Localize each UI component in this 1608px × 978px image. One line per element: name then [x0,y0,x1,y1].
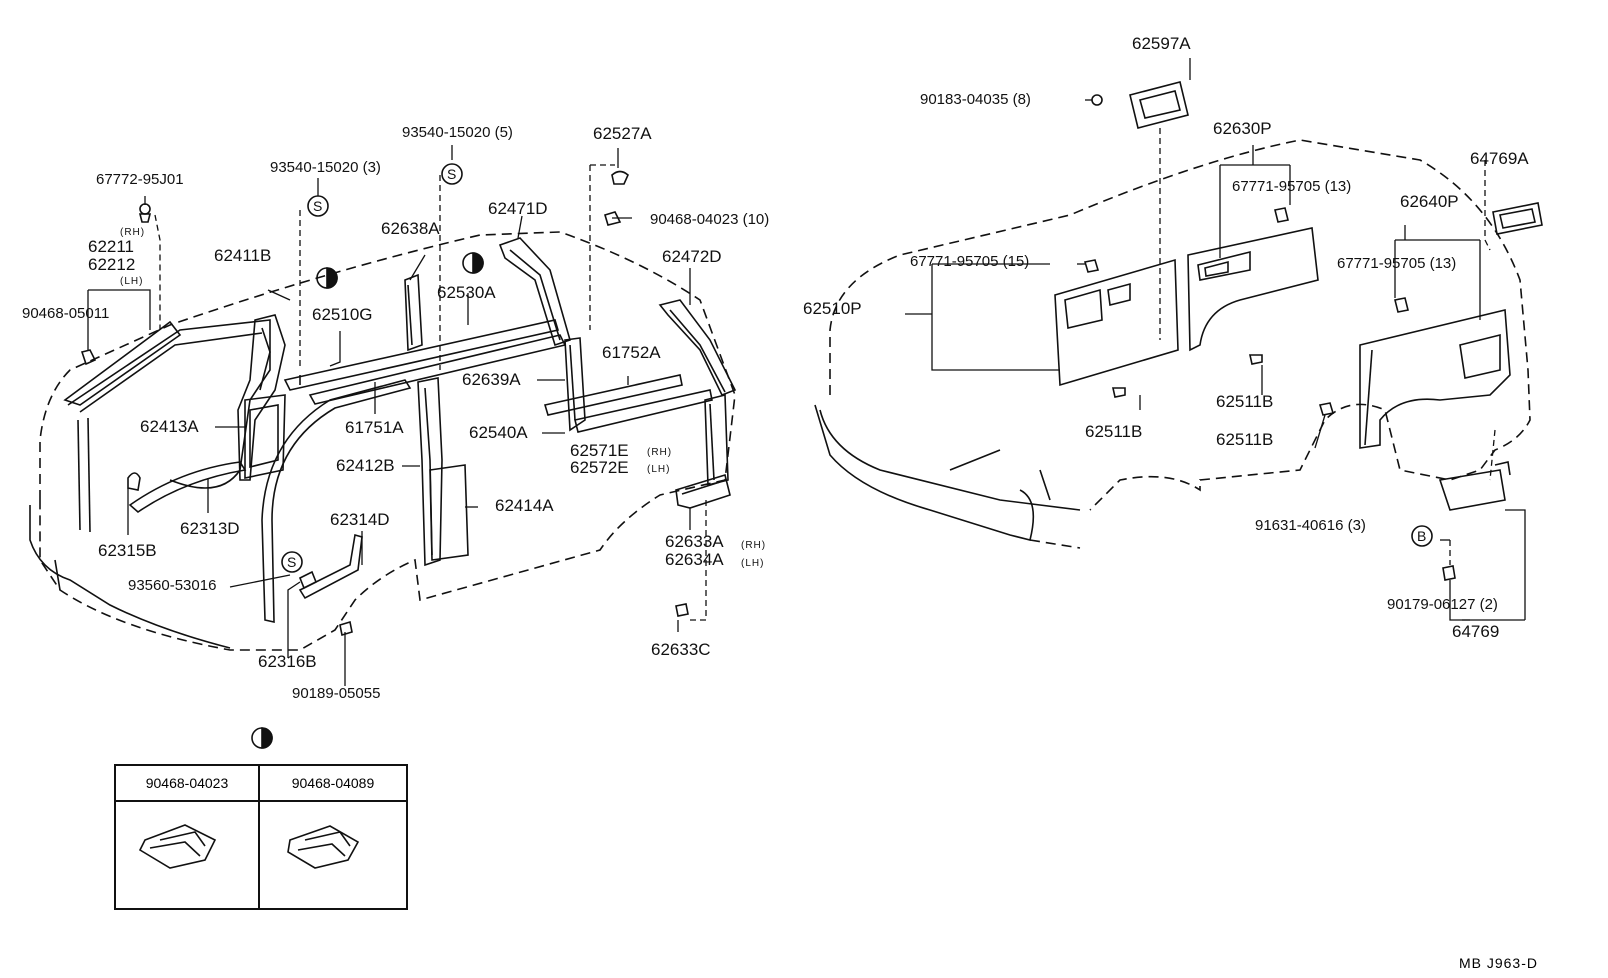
label-62633A: 62633A [665,532,724,551]
label-90183-04035-8: 90183-04035 (8) [920,91,1031,108]
legend-header-1: 90468-04023 [116,766,258,802]
screw-symbol-s2: S [447,166,457,182]
door-opening-trim-front [261,379,412,624]
label-67771-95705-13b: 67771-95705 (13) [1337,255,1457,272]
label-62412B: 62412B [336,456,395,475]
rear-pillar-upper [498,237,571,347]
legend-column-2: 90468-04089 [260,766,406,908]
label-90468-04023-10: 90468-04023 (10) [650,211,770,228]
label-62414A: 62414A [495,496,554,515]
legend-header-2: 90468-04089 [260,766,406,802]
quarter-trim-lower [244,394,286,479]
label-62472D: 62472D [662,247,722,266]
door-opening-trim-lower [298,533,363,600]
label-62315B: 62315B [98,541,157,560]
legend-clip-drawings [138,824,360,869]
circle-symbols [251,163,1433,749]
label-67772-95J01: 67772-95J01 [96,171,184,188]
clip-legend-table: 90468-04023 90468-04089 [114,764,408,910]
label-62313D: 62313D [180,519,240,538]
quarter-trim-panel-rh-upper [1187,227,1319,352]
back-door-trim-upper [63,320,182,406]
label-62314D: 62314D [330,510,390,529]
label-62316B: 62316B [258,652,317,671]
left-vehicle-outline [29,231,736,651]
label-62511B-c: 62511B [1216,430,1274,449]
label-67771-95705-15: 67771-95705 (15) [910,253,1030,270]
rear-side-trim [704,393,729,487]
label-91631-40616-3: 91631-40616 (3) [1255,517,1366,534]
label-62510P: 62510P [803,299,862,318]
left-fasteners [80,170,689,637]
box-64769 [1438,461,1511,511]
center-pillar-upper [404,273,423,352]
label-62634A: 62634A [665,550,724,569]
label-rh-3: (RH) [741,540,767,551]
label-64769A: 64769A [1470,149,1529,168]
label-62211: 62211 [88,237,135,256]
drawing-code: MB J963-D [1458,955,1538,971]
legend-divider [258,766,260,908]
label-62571E: 62571E [570,441,629,460]
label-61751A: 61751A [345,418,404,437]
label-90468-05011: 90468-05011 [22,305,110,322]
screw-symbol-s1: S [313,198,323,214]
legend-column-1: 90468-04023 [116,766,258,908]
scuff-plate [675,473,731,509]
label-90189-05055: 90189-05055 [292,685,381,702]
label-62471D: 62471D [488,199,548,218]
label-rh-1: (RH) [120,227,146,238]
label-62411B: 62411B [214,246,272,265]
label-62530A: 62530A [437,283,496,302]
label-93540-15020-3: 93540-15020 (3) [270,159,381,176]
label-rh-2: (RH) [647,447,673,458]
label-62212: 62212 [88,255,136,274]
label-62511B-a: 62511B [1085,422,1143,441]
label-62630P: 62630P [1213,119,1272,138]
quarter-trim-panel-rh-lower [1359,309,1511,449]
label-67771-95705-13a: 67771-95705 (13) [1232,178,1352,195]
label-62540A: 62540A [469,423,528,442]
pocket-64769A [1492,202,1543,235]
label-62527A: 62527A [593,124,652,143]
label-62572E: 62572E [570,458,629,477]
right-vehicle-outline [814,139,1531,549]
label-93560-53016: 93560-53016 [128,577,217,594]
label-62413A: 62413A [140,417,199,436]
label-lh-3: (LH) [741,558,765,569]
screw-symbol-s3: S [287,554,297,570]
right-fasteners [1083,94,1456,581]
label-90179-06127-2: 90179-06127 (2) [1387,596,1498,613]
pocket-62597A [1129,81,1189,129]
label-62511B-b: 62511B [1216,392,1274,411]
c-pillar-garnish [237,314,286,481]
label-62639A: 62639A [462,370,521,389]
d-pillar-garnish [658,299,737,397]
quarter-window-trim [543,337,713,433]
left-leader-lines [87,145,707,686]
label-64769: 64769 [1452,622,1500,641]
label-62597A: 62597A [1132,34,1191,53]
label-lh-2: (LH) [647,464,671,475]
label-62638A: 62638A [381,219,440,238]
door-opening-trim-rear [128,461,247,514]
quarter-trim-panel-lh [1054,258,1179,387]
label-61752A: 61752A [602,343,661,362]
label-62633C: 62633C [651,640,711,659]
label-lh-1: (LH) [120,276,144,287]
bolt-symbol-b: B [1417,528,1427,544]
label-62510G: 62510G [312,305,373,324]
label-93540-15020-5: 93540-15020 (5) [402,124,513,141]
right-leader-lines [905,58,1526,621]
label-62640P: 62640P [1400,192,1459,211]
b-pillar-garnish [417,377,469,567]
